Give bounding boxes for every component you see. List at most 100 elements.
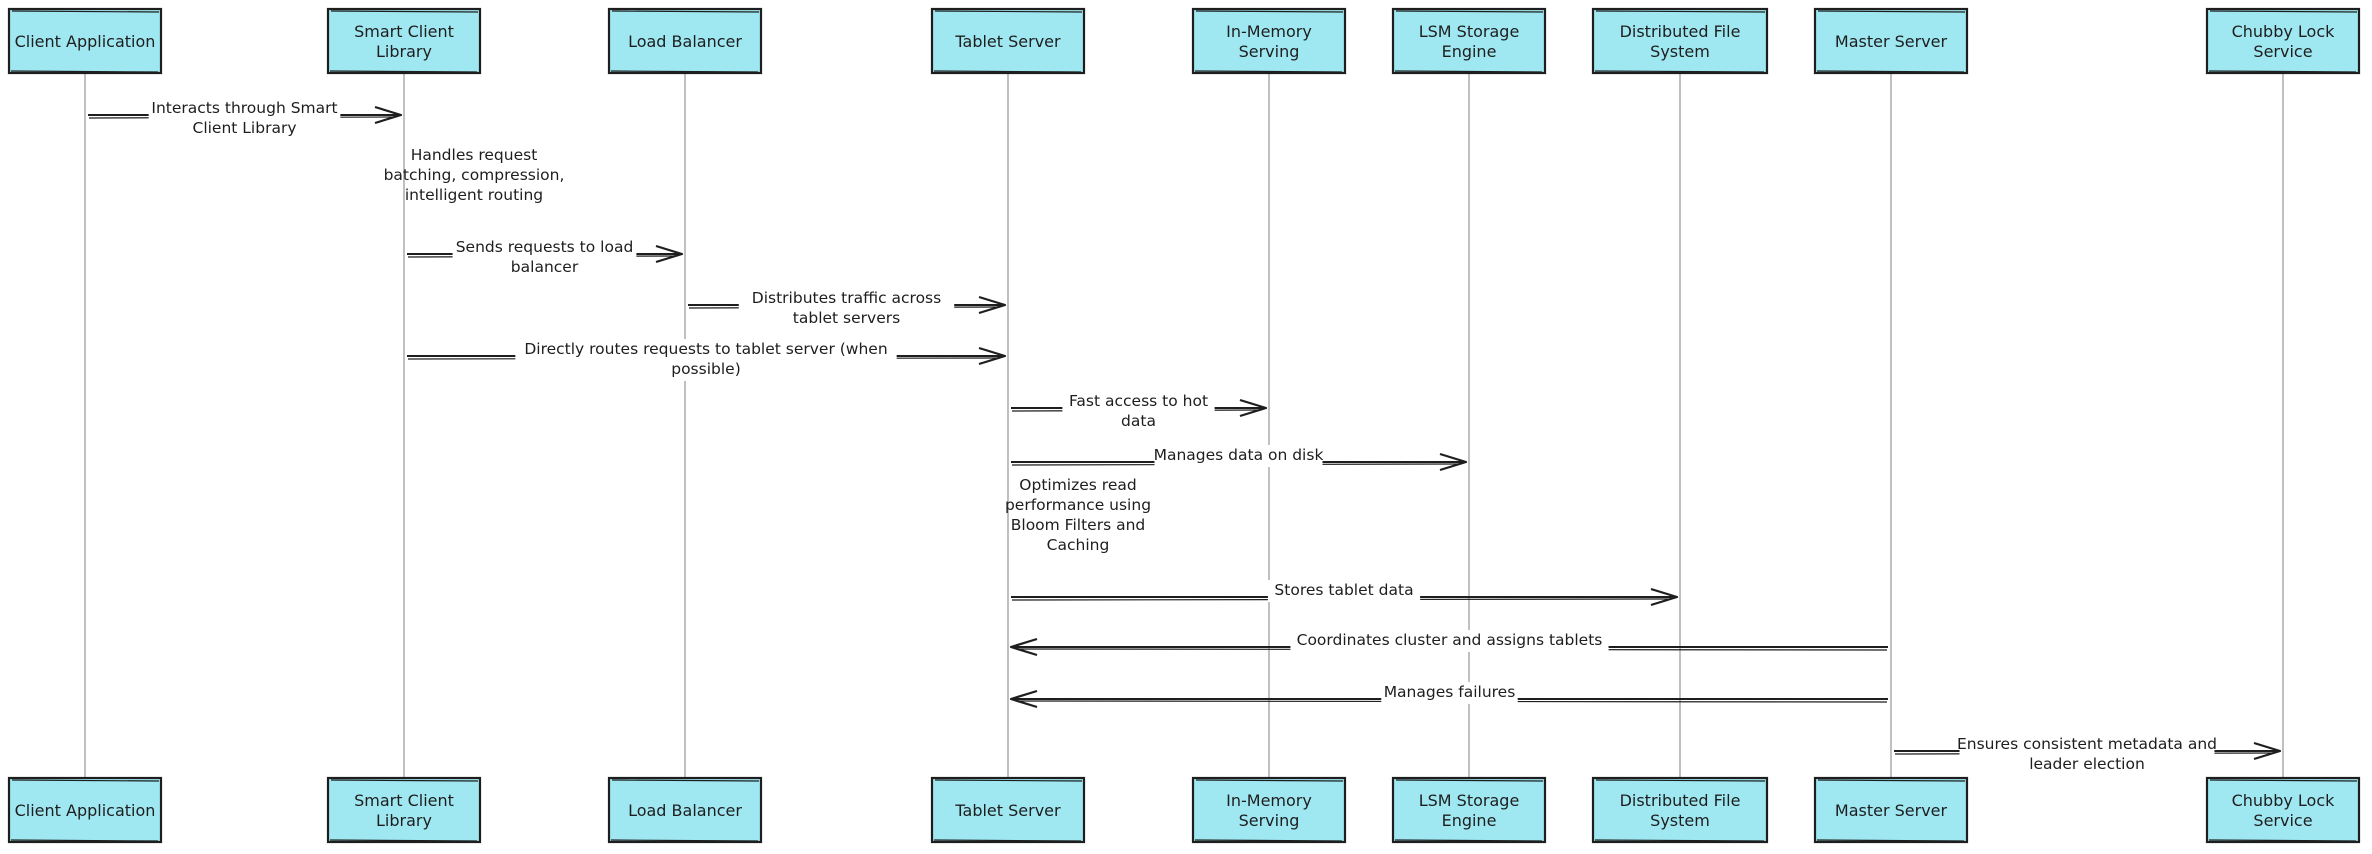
actor-tablet-top: Tablet Server: [930, 7, 1086, 75]
message-label-bg: [1062, 391, 1215, 433]
actor-box-sketch: [1816, 10, 1966, 73]
actor-box: [607, 7, 763, 75]
lifelines: [84, 73, 2284, 778]
actor-label: Smart Client: [354, 791, 454, 810]
actor-box-sketch: [1594, 10, 1766, 73]
note-text: Optimizes read: [1019, 476, 1136, 494]
actor-box: [2205, 776, 2361, 844]
actor-label: System: [1650, 42, 1710, 61]
message-label-bg: [1267, 580, 1421, 602]
actor-client-top: Client Application: [7, 7, 163, 75]
actor-box: [1591, 776, 1769, 844]
message-label: Sends requests to load: [456, 238, 634, 256]
arrowhead-icon: [978, 346, 1007, 366]
actor-label: Serving: [1239, 811, 1300, 830]
actor-label: Service: [2253, 42, 2312, 61]
note-text: intelligent routing: [405, 186, 543, 204]
arrowhead-icon: [2253, 741, 2282, 761]
message-label: Ensures consistent metadata and: [1957, 735, 2217, 753]
message-label: data: [1121, 412, 1156, 430]
actor-box: [1391, 776, 1547, 844]
message-label: Fast access to hot: [1069, 392, 1208, 410]
actor-label: Client Application: [15, 32, 156, 51]
message-label: Interacts through Smart: [151, 99, 337, 117]
message-label-bg: [1290, 630, 1609, 652]
actor-label: Chubby Lock: [2232, 791, 2336, 810]
actor-label: LSM Storage: [1419, 22, 1520, 41]
message-9: Manages failures: [1009, 682, 1888, 709]
message-label: possible): [671, 360, 741, 378]
actor-box-sketch: [933, 779, 1083, 842]
actor-label: System: [1650, 811, 1710, 830]
message-7: Stores tablet data: [1011, 580, 1679, 607]
actor-box-sketch: [1594, 779, 1766, 842]
actor-master-top: Master Server: [1813, 7, 1969, 75]
message-8: Coordinates cluster and assigns tablets: [1009, 630, 1888, 657]
actor-label: Load Balancer: [628, 32, 742, 51]
actor-tablet-bottom: Tablet Server: [930, 776, 1086, 844]
actor-label: Master Server: [1835, 32, 1948, 51]
actor-label: Distributed File: [1620, 22, 1741, 41]
message-label: Client Library: [193, 119, 297, 137]
actor-box: [326, 776, 482, 844]
actor-box-sketch: [2208, 10, 2358, 73]
actor-box-sketch: [10, 10, 160, 73]
note-text: Handles request: [411, 146, 538, 164]
actor-box: [7, 776, 163, 844]
actor-box-sketch: [610, 779, 760, 842]
actor-box: [7, 7, 163, 75]
actor-label: Engine: [1442, 42, 1497, 61]
actor-label: In-Memory: [1226, 791, 1312, 810]
arrowhead-icon: [1439, 452, 1468, 472]
message-label: Coordinates cluster and assigns tablets: [1297, 631, 1603, 649]
message-5: Fast access to hot data: [1011, 391, 1268, 433]
message-6: Manages data on disk: [1011, 445, 1468, 472]
actor-box-sketch: [1394, 779, 1544, 842]
actor-box: [1591, 7, 1769, 75]
message-label: Distributes traffic across: [752, 289, 941, 307]
actor-label: Library: [376, 42, 432, 61]
actor-box-sketch: [1816, 779, 1966, 842]
actor-box-sketch: [1194, 779, 1344, 842]
actor-box: [607, 776, 763, 844]
message-label-bg: [738, 288, 955, 330]
actor-label: Engine: [1442, 811, 1497, 830]
message-label-bg: [1154, 445, 1323, 467]
actor-box: [326, 7, 482, 75]
arrowhead-icon: [978, 295, 1007, 315]
actor-box-sketch: [1194, 10, 1344, 73]
message-3: Distributes traffic across tablet servers: [688, 288, 1007, 330]
note-text: performance using: [1005, 496, 1151, 514]
actor-label: Client Application: [15, 801, 156, 820]
actor-master-bottom: Master Server: [1813, 776, 1969, 844]
actor-box-sketch: [2208, 779, 2358, 842]
actor-box: [930, 776, 1086, 844]
actor-box-sketch: [10, 779, 160, 842]
message-label: tablet servers: [793, 309, 900, 327]
actor-label: Tablet Server: [954, 32, 1061, 51]
arrowhead-icon: [374, 105, 403, 125]
note-text: Caching: [1047, 536, 1110, 554]
message-label: Manages data on disk: [1154, 446, 1324, 464]
actor-box-sketch: [329, 779, 479, 842]
actor-label: Service: [2253, 811, 2312, 830]
actor-label: In-Memory: [1226, 22, 1312, 41]
arrowhead-icon: [1009, 637, 1038, 657]
note-text: Bloom Filters and: [1011, 516, 1145, 534]
actor-box: [1191, 776, 1347, 844]
message-label-bg: [515, 339, 897, 381]
